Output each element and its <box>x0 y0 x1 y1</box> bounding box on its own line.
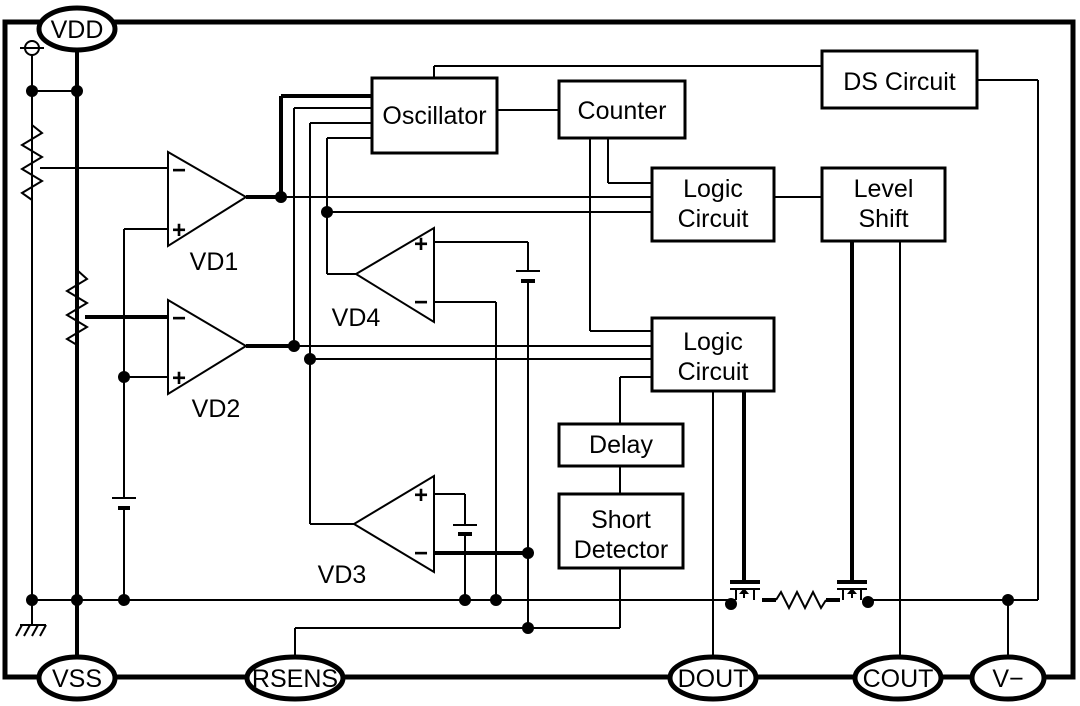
oscillator-label: Oscillator <box>382 102 486 130</box>
short-detector-block: Short Detector <box>557 492 685 570</box>
level-shift-line2: Shift <box>858 205 908 233</box>
level-shift-line1: Level <box>854 175 914 203</box>
vdd-supply-symbol <box>20 40 44 56</box>
ground-symbol <box>15 600 47 637</box>
delay-label: Delay <box>589 431 653 459</box>
pin-vdd-label: VDD <box>51 16 104 44</box>
oscillator-block: Oscillator <box>370 76 499 155</box>
vd1-plus-sign: + <box>172 217 186 244</box>
short-detector-line2: Detector <box>574 536 668 564</box>
vd2-minus-sign: − <box>172 305 186 332</box>
vd4-plus-sign: + <box>414 231 428 258</box>
counter-label: Counter <box>578 97 667 125</box>
pin-vminus-label: V− <box>992 665 1023 693</box>
reference-battery-1 <box>112 497 136 510</box>
logic-circuit-bottom-block: Logic Circuit <box>650 316 776 393</box>
logic-circuit-top-block: Logic Circuit <box>650 166 776 243</box>
short-detector-line1: Short <box>591 506 651 534</box>
pin-dout: DOUT <box>667 654 759 702</box>
pin-rsens-label: RSENS <box>252 665 338 693</box>
vd3-label: VD3 <box>318 561 367 589</box>
ds-circuit-block: DS Circuit <box>820 49 979 110</box>
package-outline <box>2 19 1076 680</box>
cout-mosfet <box>837 580 867 600</box>
pin-vminus: V− <box>969 654 1047 702</box>
comparator-vd2: − + <box>167 298 248 396</box>
vd1-label: VD1 <box>190 248 239 276</box>
comparator-vd3: + − <box>352 474 435 574</box>
pin-vss: VSS <box>36 654 118 702</box>
logic-circuit-bottom-line2: Circuit <box>678 358 749 386</box>
wiring <box>31 30 1039 662</box>
vd3-plus-sign: + <box>414 482 428 509</box>
pin-dout-label: DOUT <box>678 665 749 693</box>
pin-vdd: VDD <box>36 5 118 53</box>
reference-battery-3 <box>453 524 477 536</box>
delay-block: Delay <box>557 422 685 468</box>
divider-resistor-left <box>20 124 44 201</box>
pin-rsens: RSENS <box>244 654 346 702</box>
divider-resistor-right <box>65 269 89 346</box>
vd4-minus-sign: − <box>414 289 428 316</box>
junction-dots <box>26 85 1014 634</box>
series-resistor <box>775 589 827 611</box>
logic-circuit-top-line2: Circuit <box>678 205 749 233</box>
vd4-label: VD4 <box>332 304 381 332</box>
logic-circuit-top-line1: Logic <box>683 175 743 203</box>
pin-cout: COUT <box>852 654 944 702</box>
vd2-plus-sign: + <box>172 365 186 392</box>
counter-block: Counter <box>557 79 687 140</box>
pin-cout-label: COUT <box>863 665 934 693</box>
level-shift-block: Level Shift <box>820 166 947 243</box>
comparator-vd1: − + <box>167 150 248 248</box>
reference-battery-4 <box>516 270 540 283</box>
logic-circuit-bottom-line1: Logic <box>683 328 743 356</box>
comparator-vd4: + − <box>354 226 435 324</box>
vd3-minus-sign: − <box>414 540 428 567</box>
pin-vss-label: VSS <box>52 665 102 693</box>
dout-mosfet <box>730 580 760 600</box>
ds-circuit-label: DS Circuit <box>843 68 956 96</box>
vd2-label: VD2 <box>192 395 241 423</box>
vd1-minus-sign: − <box>172 157 186 184</box>
